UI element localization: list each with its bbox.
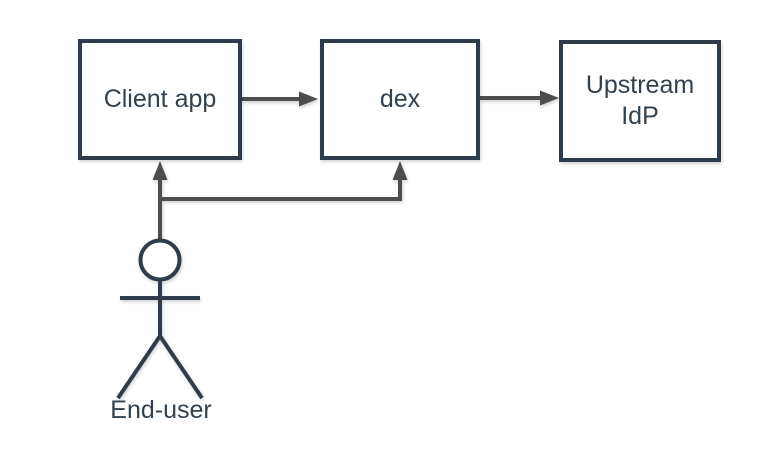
- actor-left-leg-icon: [116, 334, 162, 400]
- edge-client-app-to-dex: [242, 91, 318, 107]
- node-label: dex: [379, 85, 421, 113]
- arrowhead-up-icon: [392, 161, 408, 180]
- arrowhead-right-icon: [299, 91, 318, 107]
- actor-head-icon: [138, 238, 182, 282]
- node-client-app: Client app: [78, 39, 242, 160]
- edge-dex-to-upstream-idp: [480, 90, 559, 106]
- actor-right-leg-icon: [158, 334, 204, 400]
- arrowhead-right-icon: [540, 90, 559, 106]
- node-upstream-idp: Upstream IdP: [559, 40, 721, 162]
- node-dex: dex: [320, 39, 480, 160]
- edge-end-user-to-dex: [160, 161, 408, 201]
- actor-label: End-user: [110, 396, 212, 424]
- arrowhead-up-icon: [152, 161, 168, 180]
- node-label: Upstream IdP: [585, 71, 695, 130]
- end-user-actor-icon: [116, 238, 204, 400]
- node-label: Client app: [103, 85, 217, 113]
- edge-line: [160, 179, 402, 201]
- edge-end-user-to-client-app: [152, 161, 168, 240]
